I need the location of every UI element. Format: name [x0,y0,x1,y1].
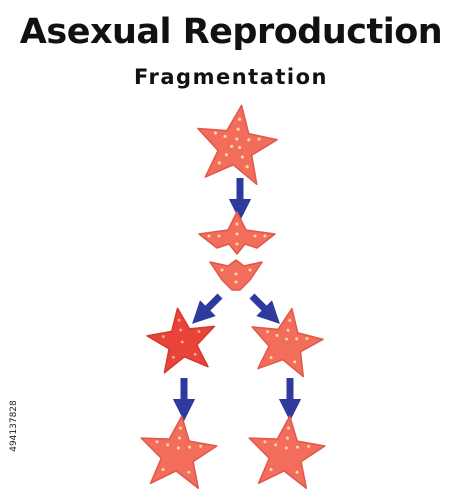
diagram-subtitle: Fragmentation [134,65,328,89]
diagram-title: Asexual Reproduction [19,12,443,52]
arrow-diagonal-icon [192,293,223,324]
arrow-diagonal-icon [249,293,280,324]
starfish-icon [197,104,278,186]
starfish-fragment-icon [209,259,263,291]
starfish-icon [248,415,326,490]
starfish-fragment-icon [198,211,276,255]
starfish-icon [140,415,218,490]
starfish-icon [146,307,216,374]
starfish-icon [251,307,324,378]
